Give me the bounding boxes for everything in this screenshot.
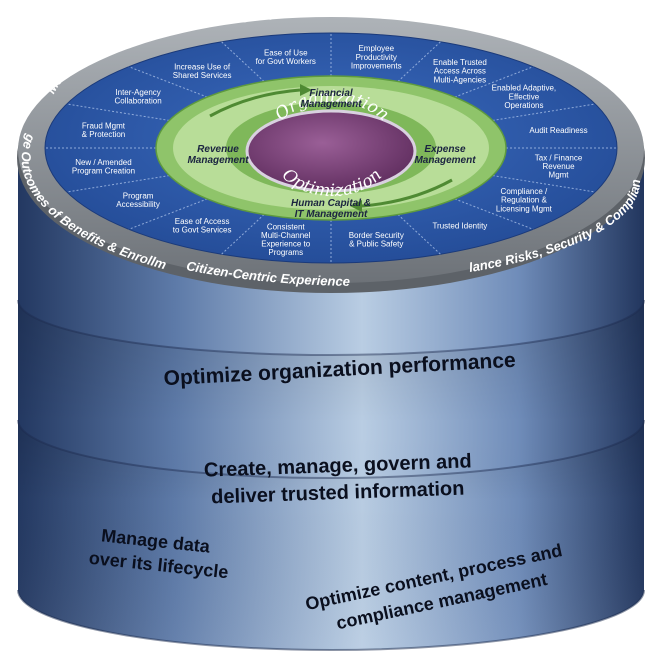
segment-label-line: Increase Use of (174, 62, 231, 71)
arrow-head-bottom (350, 200, 362, 212)
segment-label-line: Consistent (267, 222, 306, 231)
segment-label-line: to Govt Services (173, 226, 232, 235)
ring-label-human-capital: Human Capital &IT Management (291, 198, 371, 220)
segment-label: Compliance /Regulation &Licensing Mgmt (496, 187, 553, 213)
segment-label-line: Enable Trusted (433, 58, 487, 67)
segment-label: Border Security& Public Safety (349, 231, 404, 249)
segment-label-line: Experience to (261, 240, 310, 249)
cycle-arrow-bottom (361, 178, 453, 208)
segment-label-line: Multi-Channel (261, 231, 311, 240)
segment-label-line: Border Security (349, 231, 404, 240)
segment-label-line: Employee (358, 44, 394, 53)
segment-label-line: Audit Readiness (529, 126, 587, 135)
segment-label-line: Access Across (434, 67, 486, 76)
segment-label-line: Ease of Access (175, 217, 230, 226)
segment-label: Audit Readiness (529, 126, 587, 135)
segment-label: Fraud Mgmt& Protection (82, 122, 126, 140)
segment-label-line: Inter-Agency (115, 88, 160, 97)
segment-label-line: Enabled Adaptive, (492, 84, 557, 93)
segment-label-line: Licensing Mgmt (496, 204, 553, 213)
segment-label-line: Multi-Agencies (434, 75, 486, 84)
segment-label-line: Compliance / (501, 187, 548, 196)
cycle-arrow-top (209, 88, 301, 118)
segment-label-line: Operations (504, 101, 543, 110)
segment-label-line: Accessibility (116, 200, 160, 209)
band-divider-1 (17, 299, 645, 356)
segment-label-line: Program Creation (72, 166, 135, 175)
segment-label-line: New / Amended (75, 158, 131, 167)
segment-divider (397, 41, 441, 82)
arrow-head-top (300, 84, 312, 96)
segment-divider (221, 214, 265, 255)
segment-label-line: Program (123, 191, 154, 200)
segment-label-line: & Protection (82, 130, 126, 139)
segment-divider (397, 214, 441, 255)
segment-label-line: Productivity (356, 53, 397, 62)
cylinder-body (17, 152, 645, 651)
segment-divider (66, 175, 170, 193)
segment-label-line: Tax / Finance (535, 154, 583, 163)
segment-divider (221, 41, 265, 82)
segment-label-line: Revenue (543, 162, 576, 171)
segment-divider (492, 175, 596, 193)
segment-label-line: Regulation & (501, 196, 547, 205)
segment-label-line: for Govt Workers (256, 57, 316, 66)
segment-divider (492, 103, 596, 121)
segment-label: Trusted Identity (432, 221, 487, 230)
band-divider-2 (17, 419, 645, 479)
segment-label-line: Ease of Use (264, 48, 308, 57)
segment-label-line: Mgmt (549, 171, 570, 180)
segment-label-line: Shared Services (173, 71, 232, 80)
core-disc (245, 109, 417, 193)
segment-label-line: Programs (268, 248, 303, 257)
segment-label-line: Fraud Mgmt (82, 122, 126, 131)
segment-divider (66, 103, 170, 121)
segment-dividers (45, 33, 617, 263)
cylinder-bottom-edge (17, 589, 645, 651)
segment-label-line: Effective (509, 92, 540, 101)
band-shade-2 (18, 420, 644, 650)
segment-label-line: Collaboration (115, 97, 162, 106)
segment-label-line: & Public Safety (349, 240, 403, 249)
segment-label-line: Trusted Identity (432, 221, 487, 230)
segment-label-line: Improvements (351, 61, 402, 70)
